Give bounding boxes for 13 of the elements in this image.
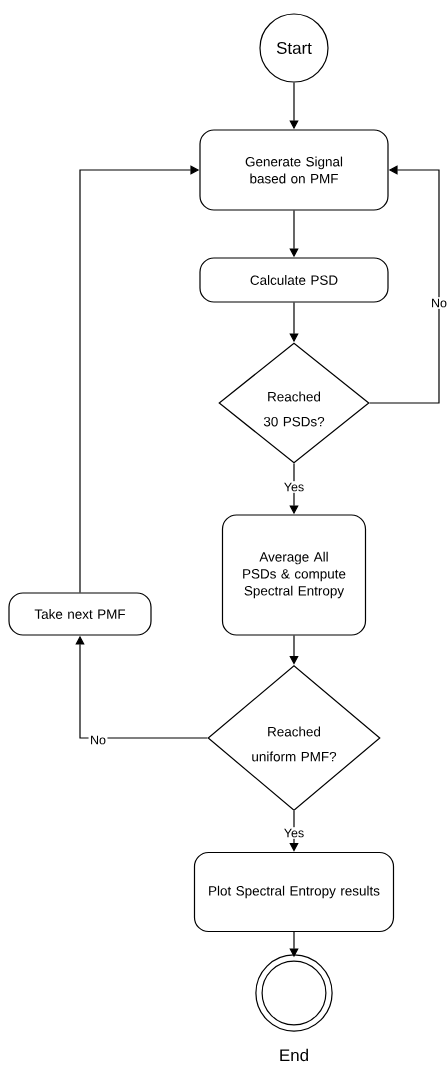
edge-label: Yes	[282, 827, 306, 839]
arrow	[369, 165, 440, 404]
process-box: Plot Spectral Entropy results	[193, 851, 395, 933]
arrow	[289, 635, 299, 665]
edge-label: No	[88, 734, 108, 746]
process-box: Calculate PSD	[199, 257, 389, 303]
edge-label: Yes	[282, 481, 306, 493]
edge-label: No	[429, 297, 448, 309]
arrow	[289, 810, 299, 852]
process-box: Take next PMF	[8, 592, 152, 636]
process-box: Average All PSDs & compute Spectral Entropy	[221, 514, 367, 636]
process-box: Generate Signal based on PMF	[199, 129, 389, 211]
end-label: End	[280, 1048, 308, 1062]
